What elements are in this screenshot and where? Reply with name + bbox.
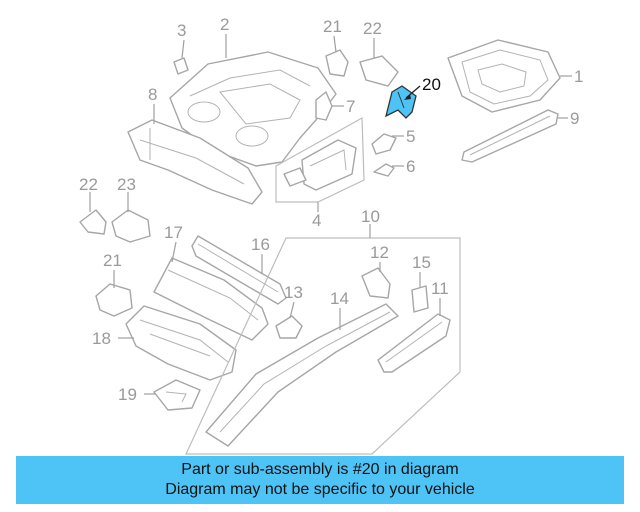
callout-16: 16 [251,235,270,254]
part-9-rear-rail[interactable] [461,109,559,163]
callout-20: 20 [422,75,441,94]
callout-6: 6 [406,157,415,176]
part-12-bracket[interactable] [361,267,391,299]
callout-22-lower: 22 [79,175,98,194]
callout-18: 18 [92,329,111,348]
part-15-plate[interactable] [411,285,429,313]
callout-1: 1 [574,67,583,86]
part-22-upper-bracket[interactable] [359,55,399,87]
part-4-assembly[interactable] [283,139,357,191]
part-21-lower-bracket[interactable] [95,283,133,317]
callout-11: 11 [431,279,449,298]
part-7-bracket[interactable] [315,91,333,121]
info-banner: Part or sub-assembly is #20 in diagram D… [16,456,624,504]
part-11-rail[interactable] [377,313,451,373]
part-3-bracket[interactable] [173,57,189,75]
callout-17: 17 [164,223,183,242]
part-1-spare-tire-pan[interactable] [447,39,561,113]
callout-23: 23 [117,175,136,194]
callout-15: 15 [412,253,431,272]
callout-10: 10 [361,207,380,226]
callout-5: 5 [406,127,415,146]
part-22-lower-bracket[interactable] [79,209,107,235]
part-23-bracket[interactable] [111,209,151,243]
part-17-floor-panel[interactable] [153,257,269,341]
callout-2: 2 [220,15,229,34]
parts-diagram: 1 9 2 3 21 22 20 7 [79,15,583,455]
part-14-side-member[interactable] [205,303,399,447]
callout-21-lower: 21 [103,251,122,270]
callout-8: 8 [148,85,157,104]
callout-7: 7 [346,97,355,116]
part-19-plate[interactable] [153,379,201,411]
callout-3: 3 [177,21,186,40]
part-21-upper-bracket[interactable] [325,49,349,77]
callout-4: 4 [312,211,321,230]
part-18-front-floor[interactable] [125,305,237,381]
callout-9: 9 [570,109,579,128]
callout-21-upper: 21 [323,17,342,36]
banner-line-1: Part or sub-assembly is #20 in diagram [181,461,459,478]
callout-13: 13 [284,283,303,302]
callout-22-upper: 22 [363,19,382,38]
part-8-rear-panel[interactable] [127,119,263,205]
callout-14: 14 [330,289,349,308]
callout-19: 19 [118,385,137,404]
part-6-bracket[interactable] [373,163,395,177]
part-13-gusset[interactable] [275,315,303,339]
callout-12: 12 [370,243,389,262]
part-5-bracket[interactable] [371,133,397,155]
part-20-highlighted-bracket[interactable] [385,85,417,119]
banner-line-2: Diagram may not be specific to your vehi… [165,481,475,498]
